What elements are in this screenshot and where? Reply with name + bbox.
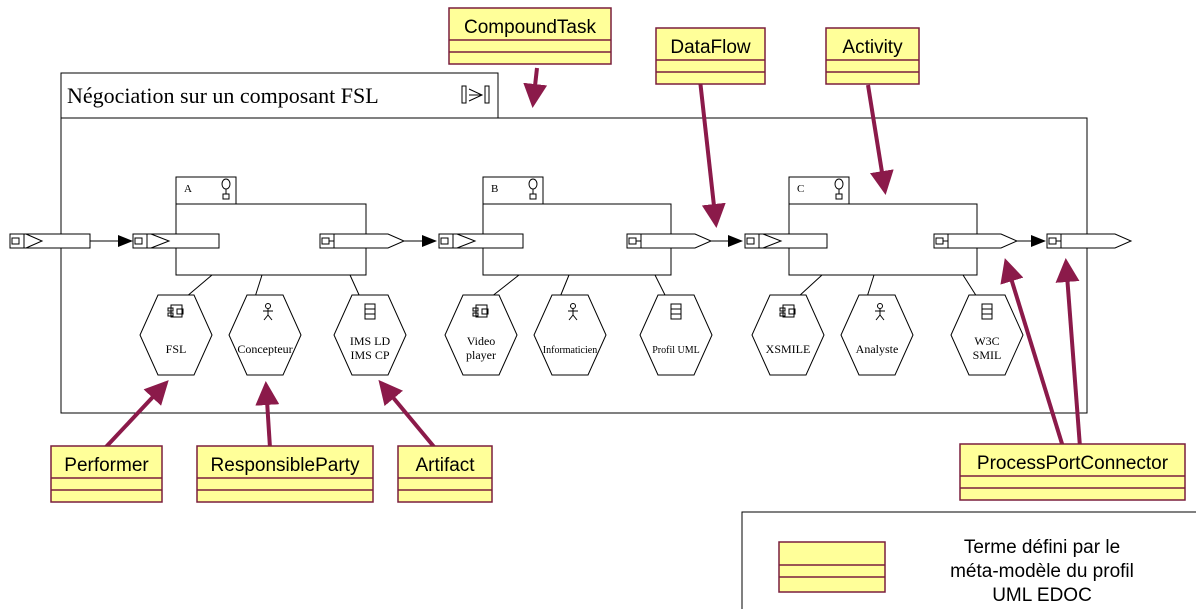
activity-id: C — [797, 183, 804, 195]
actor-icon — [875, 303, 885, 321]
legend-line-1: Terme défini par le — [964, 537, 1120, 558]
annotation-label: Activity — [842, 37, 903, 58]
flow-arrow-head — [118, 235, 133, 247]
annotation-label: Artifact — [415, 455, 475, 476]
resource-label: FSL — [166, 342, 187, 356]
actor-icon — [568, 303, 578, 321]
activity-icon — [528, 178, 538, 200]
annotation-process-port-connector: ProcessPortConnector — [959, 443, 1186, 501]
resource-label: IMS CP — [350, 348, 389, 362]
activity-icon — [834, 178, 844, 200]
resource-label: XSMILE — [766, 342, 811, 356]
resource-actor: Concepteur — [228, 274, 302, 376]
resource-label: Concepteur — [237, 342, 292, 356]
annotation-compound-task: CompoundTask — [448, 7, 612, 65]
activity-a: A — [132, 176, 406, 276]
annotation-responsible-party: ResponsibleParty — [196, 445, 374, 503]
compound-task-icon — [461, 85, 490, 104]
annotation-label: ProcessPortConnector — [977, 453, 1169, 474]
resource-actor: Informaticien — [533, 274, 607, 376]
compound-output-port — [1046, 233, 1133, 249]
annotation-activity: Activity — [825, 27, 920, 85]
resource-label: SMIL — [973, 348, 1002, 362]
compound-task-title: Négociation sur un composant FSL — [67, 83, 379, 108]
activity-icon — [221, 178, 231, 200]
component-icon — [472, 304, 489, 318]
legend: Terme défini par le méta-modèle du profi… — [741, 511, 1196, 609]
annotation-data-flow: DataFlow — [655, 27, 766, 85]
annotation-label: DataFlow — [670, 37, 751, 58]
compound-input-port — [9, 233, 91, 249]
document-icon — [981, 303, 993, 320]
resource-document: Profil UML — [639, 274, 713, 376]
actor-icon — [263, 303, 273, 321]
activity-id: A — [184, 183, 192, 195]
component-icon — [167, 304, 184, 318]
legend-line-2: méta-modèle du profil — [950, 561, 1134, 582]
document-icon — [670, 303, 682, 320]
component-icon — [779, 304, 796, 318]
activity-c: C — [744, 176, 1019, 276]
annotation-arrows — [103, 67, 1082, 450]
annotation-label: CompoundTask — [464, 17, 597, 38]
resource-label: Profil UML — [652, 345, 700, 356]
compound-task-frame: Négociation sur un composant FSL — [60, 72, 1088, 414]
annotation-label: Performer — [64, 455, 149, 476]
legend-swatch — [778, 541, 886, 593]
annotation-performer: Performer — [50, 445, 163, 503]
resource-label: player — [466, 348, 496, 362]
resource-label: W3C — [974, 334, 999, 348]
activity-b: B — [438, 176, 713, 276]
resource-label: Informaticien — [543, 345, 597, 356]
resource-label: Analyste — [856, 342, 899, 356]
document-icon — [364, 303, 376, 320]
resource-component: XSMILE — [751, 274, 825, 376]
resource-label: Video — [467, 334, 496, 348]
annotation-artifact: Artifact — [397, 445, 493, 503]
resource-label: IMS LD — [350, 334, 391, 348]
activity-id: B — [491, 183, 498, 195]
legend-line-3: UML EDOC — [992, 585, 1092, 606]
resource-actor: Analyste — [840, 274, 914, 376]
annotation-label: ResponsibleParty — [211, 455, 360, 476]
resource-component: FSL — [139, 274, 213, 376]
